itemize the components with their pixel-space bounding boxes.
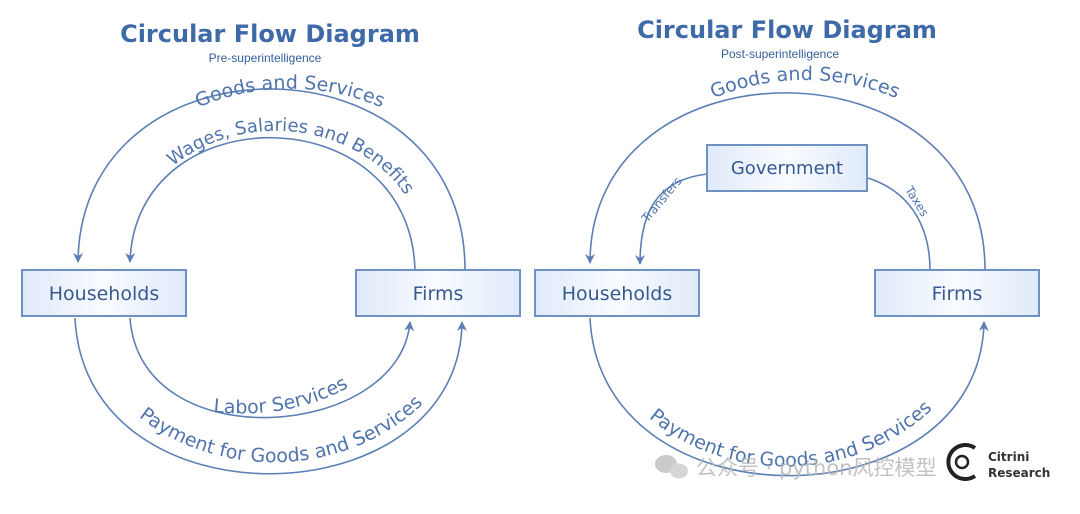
right-firms-box: Firms [874, 269, 1040, 317]
watermark: 公众号 · python风控模型 [655, 455, 936, 480]
left-diagram: Circular Flow Diagram Pre-superintellige… [21, 20, 521, 475]
watermark-text: 公众号 · python风控模型 [696, 456, 936, 480]
right-government-box: Government [706, 144, 868, 192]
right-subtitle: Post-superintelligence [721, 47, 839, 61]
right-taxes-arrow [867, 177, 931, 271]
citrini-logo-icon [946, 443, 977, 481]
brand-name: Citrini [988, 450, 1029, 464]
left-households-label: Households [49, 283, 159, 305]
right-government-label: Government [731, 158, 843, 179]
right-title: Circular Flow Diagram [637, 16, 937, 44]
left-payment-arrow [74, 317, 467, 475]
left-title: Circular Flow Diagram [120, 20, 420, 48]
left-labor-services-arrow [129, 317, 415, 419]
right-diagram: Circular Flow Diagram Post-superintellig… [534, 16, 1040, 477]
left-wages-label: Wages, Salaries and Benefits [163, 115, 418, 199]
right-households-label: Households [562, 283, 672, 305]
left-wages-arrow [125, 137, 416, 271]
citrini-research-logo: Citrini Research [946, 443, 1050, 481]
left-firms-box: Firms [355, 269, 521, 317]
right-households-box: Households [534, 269, 700, 317]
right-payment-arrow [589, 317, 989, 477]
left-goods-services-arrow [73, 88, 466, 271]
wechat-icon [655, 455, 688, 479]
left-households-box: Households [21, 269, 187, 317]
right-firms-label: Firms [932, 283, 983, 305]
left-subtitle: Pre-superintelligence [209, 51, 322, 65]
right-transfers-label: Transfers [638, 174, 684, 226]
brand-subname: Research [988, 466, 1050, 480]
right-goods-services-arrow [585, 92, 986, 271]
left-firms-label: Firms [413, 283, 464, 305]
left-labor-services-label: Labor Services [213, 372, 351, 418]
right-transfers-arrow [635, 173, 708, 265]
